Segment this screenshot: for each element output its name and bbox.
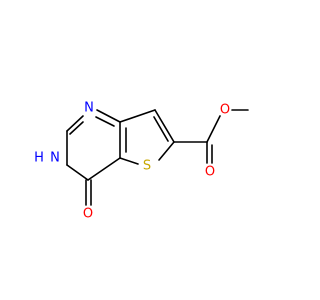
atom-h3: H: [34, 151, 44, 166]
bond-n1-c2-inner: [69, 121, 84, 135]
bond-n1-c2: [66, 115, 84, 132]
atom-o4: O: [83, 207, 93, 222]
atom-n3: N: [50, 151, 60, 166]
bond-ccarbonyl-oester: [206, 115, 221, 143]
bond-c7-c6-inner: [153, 116, 169, 142]
atom-o-ester: O: [220, 103, 230, 118]
molecule-diagram: N N H S O O O: [34, 101, 249, 222]
atom-n1: N: [84, 101, 94, 116]
bond-c7-c6: [154, 109, 175, 143]
atom-s: S: [143, 159, 151, 174]
atom-o-carbonyl: O: [205, 165, 215, 180]
bond-c7a-c7: [119, 109, 156, 123]
bond-c7a-n1: [96, 109, 121, 123]
bond-c4-c4a: [87, 157, 121, 181]
bond-c6-s: [158, 141, 175, 161]
bond-c7a-n1-inner: [95, 116, 115, 127]
bond-s-c4a: [119, 157, 139, 165]
bond-n3-c4: [66, 164, 89, 181]
